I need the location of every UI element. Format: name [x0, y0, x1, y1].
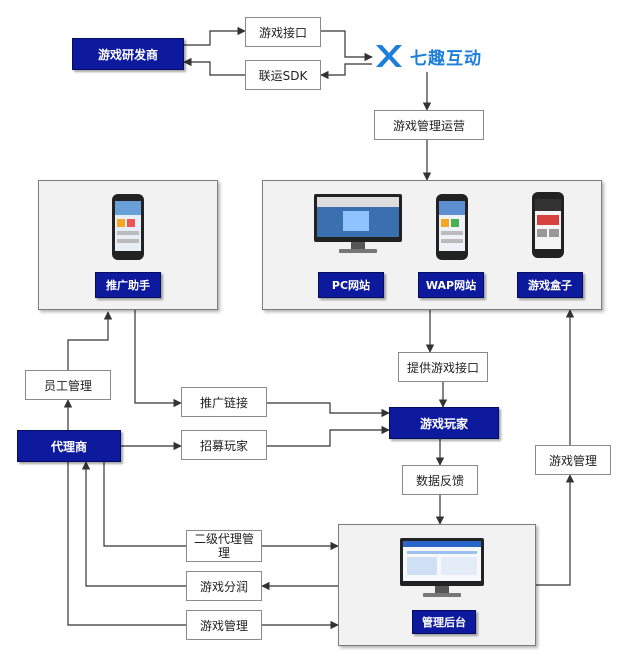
node-admin: 管理后台	[412, 610, 476, 634]
qiqu-logo-icon	[376, 45, 402, 67]
node-game-mgmt-bottom: 游戏管理	[186, 610, 262, 640]
node-game-api: 游戏接口	[245, 17, 321, 47]
node-players: 游戏玩家	[389, 407, 499, 439]
node-sdk: 联运SDK	[245, 60, 321, 90]
brand-name: 七趣互动	[410, 48, 482, 69]
desktop-monitor-icon	[400, 538, 484, 597]
node-wap-site: WAP网站	[418, 272, 484, 298]
node-promo-assistant: 推广助手	[95, 272, 161, 298]
brand-logo: 七趣互动	[374, 43, 482, 69]
conn-admin-to-game-mgmt	[536, 474, 575, 586]
phone-icon	[436, 194, 468, 260]
conn-agent-to-game-mgmt-bottom	[67, 462, 186, 626]
conn-sdk-to-developer	[183, 57, 245, 76]
node-revenue-share: 游戏分润	[186, 571, 262, 601]
node-provide-api: 提供游戏接口	[398, 352, 488, 382]
conn-promo-assistant-to-link	[134, 310, 182, 408]
node-game-box: 游戏盒子	[517, 272, 583, 298]
phone-icon	[532, 192, 564, 258]
node-recruit: 招募玩家	[181, 430, 267, 460]
conn-revenue-to-agent	[81, 461, 186, 587]
node-agent: 代理商	[17, 430, 121, 462]
node-sub-agent-mgmt: 二级代理管 理	[186, 530, 262, 562]
node-developer: 游戏研发商	[72, 38, 184, 70]
node-pc-site: PC网站	[318, 272, 384, 298]
conn-brand-to-sdk	[320, 63, 372, 80]
node-ops: 游戏管理运营	[374, 110, 484, 140]
desktop-monitor-icon	[314, 194, 402, 253]
conn-staff-to-promo-assistant	[67, 311, 113, 370]
conn-developer-to-game-api	[184, 26, 246, 46]
conn-game-api-to-brand	[321, 30, 373, 62]
conn-recruit-to-players	[267, 425, 390, 447]
conn-link-to-players	[267, 402, 390, 418]
node-promo-link: 推广链接	[181, 387, 267, 417]
node-data-feedback: 数据反馈	[402, 465, 478, 495]
conn-agent-to-sub-mgmt	[103, 462, 186, 547]
phone-icon	[112, 194, 144, 260]
node-game-mgmt-right: 游戏管理	[535, 445, 611, 475]
node-staff-mgmt: 员工管理	[25, 370, 111, 400]
